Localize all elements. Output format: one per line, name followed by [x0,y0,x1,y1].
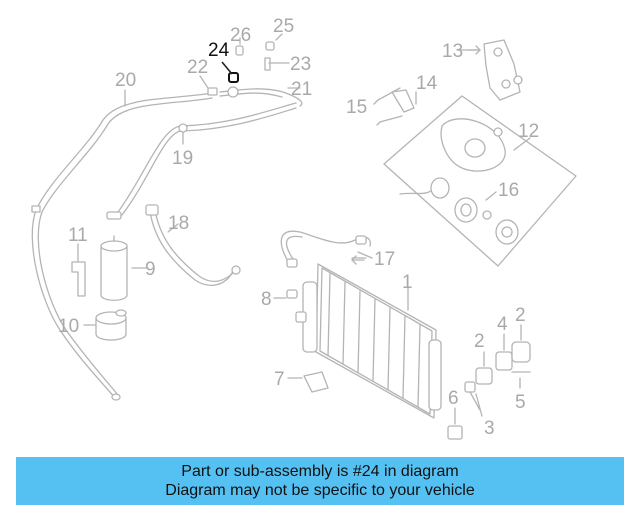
callout-14: 14 [416,73,438,94]
callout-12: 12 [518,121,539,142]
part-8-bolt [273,289,298,299]
part-25-cap [265,33,283,51]
part-14-bracket [391,89,417,113]
callout-15: 15 [346,97,367,118]
callout-23: 23 [290,54,311,75]
callout-2a: 2 [474,331,485,352]
callout-6: 6 [448,388,459,409]
callout-25: 25 [273,16,294,37]
part-26-cap [235,37,244,56]
callout-5: 5 [515,392,526,413]
part-10-bracket [83,309,127,341]
part-22-fitting [199,75,218,96]
callout-2b: 2 [515,305,526,326]
banner-line-1: Part or sub-assembly is #24 in diagram [181,463,459,480]
part-19-hose [106,102,297,220]
part-6-switch [447,407,463,440]
part-17-pipe [280,230,373,268]
callout-labels: 1 2 2 2 3 4 5 6 7 8 9 10 11 12 13 14 15 … [58,16,539,439]
part-4-valve [495,333,513,371]
callout-3: 3 [484,418,495,439]
callout-8: 8 [261,289,272,310]
part-18-hose [145,204,241,286]
part-3-sensor [464,381,483,417]
info-banner: Part or sub-assembly is #24 in diagram D… [16,457,624,505]
part-15-bolts [373,87,403,126]
callout-1: 1 [402,272,413,293]
part-7-bracket [287,371,329,393]
callout-18: 18 [168,213,189,234]
callout-19: 19 [172,148,193,169]
callout-20: 20 [115,70,136,91]
callout-9: 9 [145,259,156,280]
part-5-fitting [511,371,531,389]
part-13-bracket [467,39,523,101]
callout-7: 7 [274,369,285,390]
part-2-switch-b [511,324,531,363]
callout-11: 11 [68,225,88,246]
banner-line-2: Diagram may not be specific to your vehi… [165,482,475,499]
part-20-hose [31,89,213,401]
leader-arrows [143,45,481,269]
part-1-condenser [295,263,442,419]
callout-21: 21 [291,79,312,100]
part-12-compressor-group [383,95,577,267]
part-23-valve [264,57,290,71]
part-21-pipe [219,86,303,107]
callout-13: 13 [442,41,463,62]
callout-16: 16 [498,180,519,201]
callout-22: 22 [187,57,208,78]
callout-26: 26 [230,25,251,46]
part-24-highlighted [221,61,239,83]
part-2-switch-a [475,351,493,385]
parts-diagram: 1 2 2 2 3 4 5 6 7 8 9 10 11 12 13 14 15 … [31,16,577,440]
part-16-clutch [399,177,519,245]
part-9-drier [100,235,145,301]
callout-24-highlighted: 24 [208,40,230,61]
callout-10: 10 [58,316,79,337]
callout-17: 17 [374,249,395,270]
callout-4: 4 [497,314,508,335]
part-11-mount [71,243,86,297]
